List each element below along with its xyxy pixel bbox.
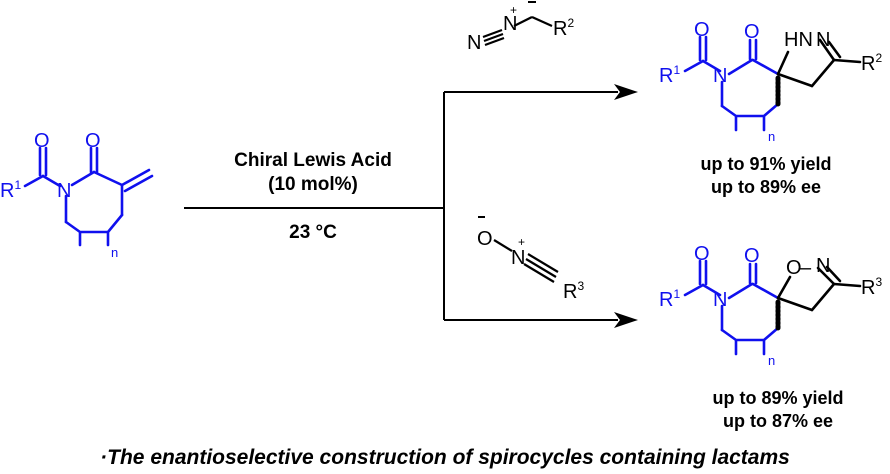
figure-caption: ·The enantioselective construction of sp… (100, 446, 790, 469)
svg-text:O: O (744, 245, 760, 267)
svg-text:N: N (816, 29, 830, 51)
starting-material-atoms: O O N R1 n (0, 130, 118, 260)
svg-text:N: N (816, 255, 830, 277)
arrowhead-bottom (614, 312, 638, 328)
product-1-atoms: O O N R1 n HN N R2 (659, 19, 882, 144)
svg-text:R2: R2 (553, 16, 574, 40)
product-1-scaffold (683, 35, 780, 132)
arrowhead-top (614, 84, 638, 100)
svg-text:N: N (57, 180, 71, 202)
product-1-new-ring (775, 38, 862, 107)
svg-text:R1: R1 (0, 178, 21, 202)
svg-text:+: + (510, 3, 517, 17)
svg-text:O: O (34, 130, 50, 152)
svg-text:R3: R3 (861, 275, 882, 299)
svg-text:R2: R2 (861, 51, 882, 75)
svg-text:R1: R1 (659, 287, 680, 311)
svg-text:R1: R1 (659, 63, 680, 87)
svg-text:N: N (713, 65, 727, 87)
nitrile-oxide-atoms: O (477, 228, 493, 250)
product-2-ee: up to 87% ee (723, 411, 833, 431)
svg-text:HN: HN (784, 29, 813, 51)
svg-text:R3: R3 (563, 279, 584, 303)
product-1-yield: up to 91% yield (700, 154, 831, 174)
svg-text:N: N (503, 13, 517, 35)
product-2-atoms: O O N R1 n O – N R3 (659, 243, 882, 368)
catalyst-label: Chiral Lewis Acid (234, 150, 392, 171)
svg-text:+: + (518, 235, 525, 249)
nitrile-oxide-reagent (493, 239, 559, 283)
catalyst-loading-label: (10 mol%) (268, 174, 358, 195)
svg-text:O: O (744, 21, 760, 43)
product-2-yield: up to 89% yield (712, 388, 843, 408)
starting-material (23, 146, 154, 247)
svg-text:N: N (511, 247, 525, 269)
temperature-label: 23 °C (289, 222, 337, 243)
svg-text:O: O (694, 243, 710, 265)
svg-text:O: O (85, 130, 101, 152)
diazo-reagent (482, 15, 553, 47)
svg-text:N: N (713, 289, 727, 311)
product-2-scaffold (683, 259, 780, 356)
svg-text:n: n (768, 353, 775, 368)
product-2-new-ring (775, 265, 862, 331)
svg-text:n: n (111, 245, 118, 260)
product-1-ee: up to 89% ee (711, 177, 821, 197)
svg-text:O: O (786, 257, 802, 279)
svg-text:n: n (768, 129, 775, 144)
svg-text:–: – (800, 257, 812, 279)
reaction-arrows (184, 91, 618, 321)
diazo-atoms: N (467, 32, 481, 54)
svg-text:O: O (694, 19, 710, 41)
